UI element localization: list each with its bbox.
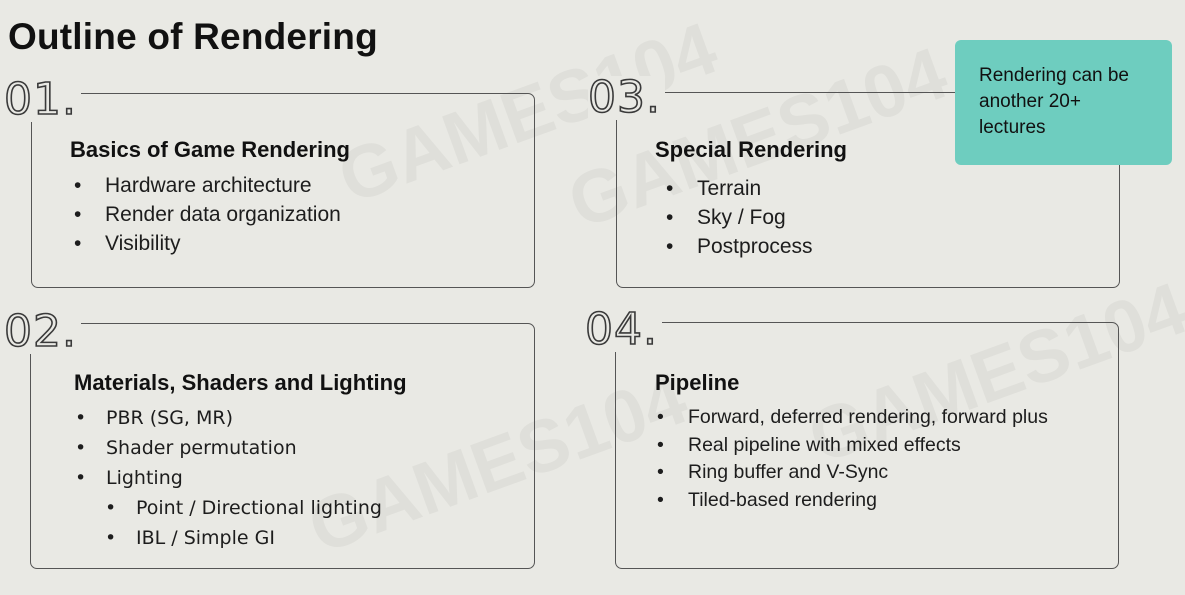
- section-box-04: [615, 322, 1119, 569]
- list-item: Forward, deferred rendering, forward plu…: [655, 404, 1048, 432]
- list-item: Sky / Fog: [664, 203, 813, 232]
- list-subitem: IBL / Simple GI: [73, 523, 382, 553]
- section-list-02: PBR (SG, MR) Shader permutation Lighting…: [73, 403, 382, 553]
- section-list-04: Forward, deferred rendering, forward plu…: [655, 404, 1048, 514]
- list-item: Lighting: [73, 463, 382, 493]
- section-number-03: 03.: [587, 75, 665, 120]
- page-title: Outline of Rendering: [8, 16, 378, 57]
- section-heading-01: Basics of Game Rendering: [70, 137, 350, 162]
- list-item: Shader permutation: [73, 433, 382, 463]
- list-item: Postprocess: [664, 232, 813, 261]
- list-item: Real pipeline with mixed effects: [655, 432, 1048, 460]
- section-heading-02: Materials, Shaders and Lighting: [74, 370, 407, 395]
- list-item: Hardware architecture: [72, 171, 341, 200]
- section-box-03: [616, 92, 1120, 288]
- callout-note: Rendering can be another 20+ lectures: [955, 40, 1172, 165]
- list-item: Ring buffer and V-Sync: [655, 459, 1048, 487]
- section-heading-03: Special Rendering: [655, 137, 847, 162]
- list-item: Terrain: [664, 174, 813, 203]
- section-heading-04: Pipeline: [655, 370, 740, 395]
- list-item: PBR (SG, MR): [73, 403, 382, 433]
- section-box-02: [30, 323, 535, 569]
- list-item: Render data organization: [72, 200, 341, 229]
- section-list-01: Hardware architecture Render data organi…: [72, 171, 341, 258]
- section-list-03: Terrain Sky / Fog Postprocess: [664, 174, 813, 261]
- list-item: Tiled-based rendering: [655, 487, 1048, 515]
- list-subitem: Point / Directional lighting: [73, 493, 382, 523]
- section-box-01: [31, 93, 535, 288]
- section-number-02: 02.: [3, 309, 81, 354]
- list-item: Visibility: [72, 229, 341, 258]
- section-number-01: 01.: [3, 77, 81, 122]
- section-number-04: 04.: [584, 307, 662, 352]
